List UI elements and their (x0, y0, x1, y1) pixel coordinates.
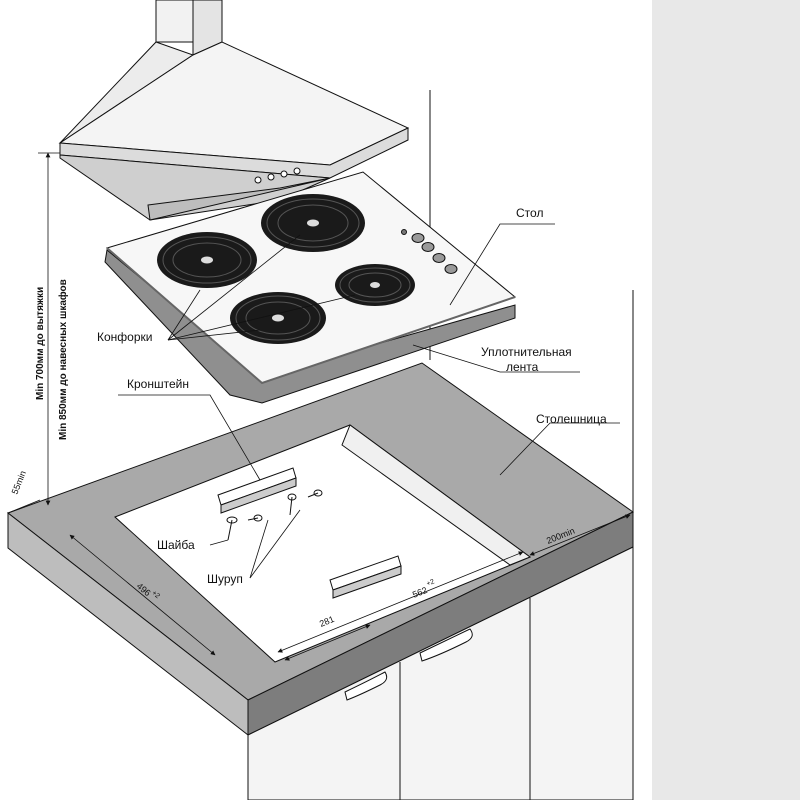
leader-kronshtein (118, 394, 261, 481)
label-shaiba: Шайба (157, 538, 195, 552)
burner-front-center (230, 292, 326, 344)
label-shurup: Шуруп (207, 572, 243, 586)
dim-562-tol: +2 (426, 578, 436, 588)
dim-496-tol: +2 (150, 590, 161, 601)
leader-shaiba (209, 539, 229, 546)
hood-button-3 (280, 170, 288, 178)
control-knob-3 (432, 253, 446, 263)
label-stol: Стол (516, 206, 543, 220)
label-uplotnitelnaya: Уплотнительная (481, 345, 572, 359)
burner-right-small (335, 264, 415, 306)
hood-button-1 (254, 176, 262, 184)
burner-back-large (261, 194, 365, 252)
leader-stoleshnitsa (499, 422, 620, 476)
bracket-top (217, 467, 297, 514)
leader-konforki-3 (167, 234, 301, 341)
leader-uplotn (412, 344, 580, 373)
leader-konforki-4 (167, 294, 356, 341)
screws (226, 489, 323, 541)
control-knob-4 (444, 264, 458, 274)
label-lenta: лента (506, 360, 539, 374)
control-knob-2 (421, 242, 435, 252)
hood-chimney-left (155, 0, 194, 43)
hood-button-2 (267, 173, 275, 181)
cabinet-handle-left (344, 671, 388, 701)
label-konforki: Конфорки (97, 330, 152, 344)
side-wall-panel (652, 0, 800, 800)
burner-front-left (157, 232, 257, 288)
indicator-light (401, 229, 407, 235)
label-stoleshnitsa: Столешница (536, 412, 607, 426)
hob-edge (106, 247, 516, 385)
leader-stol (449, 223, 555, 306)
hood-button-4 (293, 167, 301, 175)
label-kronshtein: Кронштейн (127, 377, 189, 391)
leader-shurup-2 (249, 509, 301, 579)
leader-konforki-2 (167, 329, 261, 341)
hood-front-lip (147, 177, 331, 221)
leader-konforki-1 (167, 289, 201, 341)
dim-min850: Min 850мм до навесных шкафов (57, 279, 69, 440)
control-knob-1 (411, 233, 425, 243)
dim-55min: 55min (10, 469, 28, 495)
half-width-line (284, 624, 371, 661)
range-hood (58, 0, 410, 221)
depth-55-line (7, 499, 41, 514)
leader-shurup-1 (249, 519, 269, 579)
cutout-depth-line (69, 534, 216, 656)
dim-min700: Min 700мм до вытяжки (35, 287, 46, 400)
side-clearance-line (529, 514, 631, 556)
